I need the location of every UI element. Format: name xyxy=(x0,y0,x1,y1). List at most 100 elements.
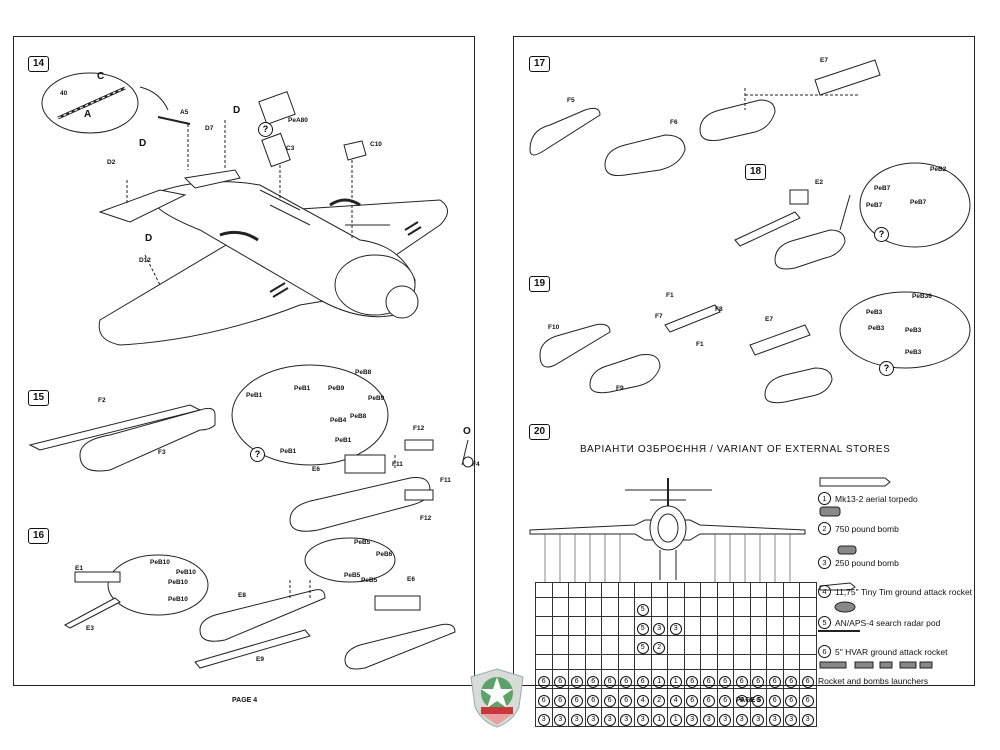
question-icon: ? xyxy=(250,447,265,462)
grid-cell xyxy=(535,654,553,670)
grid-cell: 6 xyxy=(601,688,619,708)
grid-cell-value: 3 xyxy=(554,714,567,726)
store-item: 6 5" HVAR ground attack rocket xyxy=(818,645,947,658)
store-item: 1 Mk13-2 aerial torpedo xyxy=(818,492,918,505)
grid-cell-value: 3 xyxy=(686,714,699,726)
grid-cell xyxy=(782,597,800,617)
grid-cell-value: 6 xyxy=(752,676,765,688)
grid-cell-value: 3 xyxy=(735,714,748,726)
label-f6: F6 xyxy=(670,119,678,126)
grid-cell xyxy=(617,635,635,655)
grid-cell xyxy=(716,582,734,598)
grid-cell: 3 xyxy=(749,707,767,727)
grid-row xyxy=(535,582,817,598)
label-d-top: D xyxy=(233,105,241,116)
label-peb10-a: PeB10 xyxy=(150,559,170,566)
grid-cell xyxy=(601,582,619,598)
grid-cell xyxy=(683,597,701,617)
store-label: AN/APS-4 search radar pod xyxy=(835,617,941,628)
grid-cell: 2 xyxy=(650,635,668,655)
grid-cell-value: 3 xyxy=(719,714,732,726)
grid-cell xyxy=(535,582,553,598)
grid-cell-value: 3 xyxy=(669,623,682,635)
grid-cell-value: 3 xyxy=(768,714,781,726)
grid-cell: 6 xyxy=(617,688,635,708)
label-peb3-a: PeB3 xyxy=(866,309,883,316)
grid-cell xyxy=(535,597,553,617)
grid-cell: 2 xyxy=(650,688,668,708)
label-d7: D7 xyxy=(205,125,214,132)
grid-cell-value: 6 xyxy=(702,695,715,707)
grid-cell: 3 xyxy=(700,707,718,727)
grid-cell xyxy=(700,616,718,636)
label-peb9-a: PeB9 xyxy=(328,385,345,392)
detail-callout-peb xyxy=(231,364,389,466)
grid-cell-value: 6 xyxy=(587,695,600,707)
grid-cell-value: 6 xyxy=(801,676,814,688)
grid-cell xyxy=(700,597,718,617)
grid-cell xyxy=(749,597,767,617)
grid-cell xyxy=(782,582,800,598)
step-16-badge: 16 xyxy=(28,528,49,544)
grid-cell xyxy=(683,654,701,670)
grid-cell xyxy=(667,582,685,598)
grid-cell-value: 6 xyxy=(620,695,633,707)
grid-cell-value: 6 xyxy=(554,676,567,688)
grid-cell-value: 3 xyxy=(570,714,583,726)
grid-cell-value: 3 xyxy=(702,714,715,726)
label-peb8-b: PeB8 xyxy=(350,413,367,420)
store-number: 5 xyxy=(818,616,831,629)
label-e2: E2 xyxy=(815,179,823,186)
label-o: O xyxy=(463,426,471,437)
grid-cell xyxy=(716,616,734,636)
grid-cell xyxy=(782,654,800,670)
grid-cell-value: 4 xyxy=(636,695,649,707)
grid-cell: 6 xyxy=(716,669,734,689)
grid-cell-value: 6 xyxy=(620,676,633,688)
grid-cell-value: 6 xyxy=(554,695,567,707)
grid-cell xyxy=(617,582,635,598)
label-peb1-a: PeB1 xyxy=(246,392,263,399)
grid-cell xyxy=(634,582,652,598)
grid-cell-value: 6 xyxy=(752,695,765,707)
grid-cell xyxy=(551,597,569,617)
grid-cell-value: 6 xyxy=(735,695,748,707)
grid-cell: 6 xyxy=(601,669,619,689)
grid-cell-value: 6 xyxy=(768,695,781,707)
grid-cell: 6 xyxy=(766,688,784,708)
grid-cell: 5 xyxy=(634,635,652,655)
grid-cell xyxy=(551,582,569,598)
grid-cell: 3 xyxy=(733,707,751,727)
grid-cell: 6 xyxy=(683,688,701,708)
grid-cell xyxy=(551,635,569,655)
question-icon: ? xyxy=(879,361,894,376)
grid-cell: 6 xyxy=(584,669,602,689)
label-peb8: PeB8 xyxy=(355,369,372,376)
grid-cell-value: 6 xyxy=(537,676,550,688)
label-f12-b: F12 xyxy=(420,515,432,522)
page-number-right: PAGE 5 xyxy=(736,697,762,704)
grid-cell xyxy=(584,635,602,655)
label-e7-b: E7 xyxy=(765,316,773,323)
store-number: 1 xyxy=(818,492,831,505)
label-peb2: PeB2 xyxy=(930,166,947,173)
label-a5: A5 xyxy=(180,109,189,116)
grid-cell xyxy=(799,582,817,598)
grid-cell xyxy=(782,635,800,655)
grid-cell-value: 3 xyxy=(537,714,550,726)
grid-cell xyxy=(650,597,668,617)
grid-cell-value: 6 xyxy=(768,676,781,688)
grid-cell-value: 3 xyxy=(801,714,814,726)
label-peb9-b: PeB9 xyxy=(368,395,385,402)
grid-cell xyxy=(535,635,553,655)
label-f10: F10 xyxy=(548,324,560,331)
grid-cell xyxy=(749,654,767,670)
grid-cell xyxy=(601,635,619,655)
grid-cell-value: 5 xyxy=(636,642,649,654)
grid-cell-value: 6 xyxy=(686,695,699,707)
grid-cell: 3 xyxy=(782,707,800,727)
label-e6-a: E6 xyxy=(312,466,320,473)
